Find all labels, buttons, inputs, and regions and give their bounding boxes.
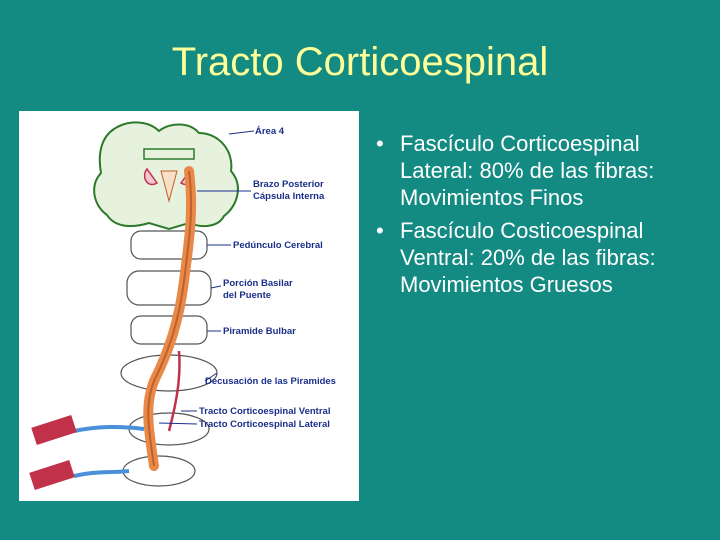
label-decussation: Decusación de las Piramides [205,376,336,387]
bullet-list: • Fascículo Corticoespinal Lateral: 80% … [372,130,712,304]
corpus-callosum [143,148,195,160]
basal-ganglia [160,170,178,203]
bullet-text: Fascículo Costicoespinal Ventral: 20% de… [400,218,656,297]
decussation-level [120,354,218,392]
pons [126,270,212,306]
bullet-item-ventral: • Fascículo Costicoespinal Ventral: 20% … [372,217,712,298]
diagram-svg: Área 4 Brazo Posterior Cápsula Interna P… [29,121,336,491]
bullet-text: Fascículo Corticoespinal Lateral: 80% de… [400,131,655,210]
nerve-lower [73,469,130,478]
lateral-ventricle-left [143,167,159,186]
label-capsule-1: Brazo Posterior [253,179,324,190]
label-pyramid: Piramide Bulbar [223,326,296,337]
ventral-tract-fiber [167,350,181,432]
spinal-cord-lower [122,455,196,487]
bullet-marker: • [376,131,384,156]
muscle-lower [29,459,75,491]
label-peduncle: Pedúnculo Cerebral [233,240,323,251]
nerve-upper [73,424,145,433]
corticospinal-tract-diagram: Área 4 Brazo Posterior Cápsula Interna P… [19,111,359,501]
label-area4: Área 4 [255,126,285,137]
leader-area4 [228,130,255,135]
label-basilar-2: del Puente [223,290,271,301]
leader-decussation [204,372,218,382]
leader-basilar [210,285,222,289]
bullet-marker: • [376,218,384,243]
muscle-upper [31,414,77,446]
label-lateral-tract: Tracto Corticoespinal Lateral [199,419,330,430]
tract-fibers-outline [147,170,193,467]
bullet-item-lateral: • Fascículo Corticoespinal Lateral: 80% … [372,130,712,211]
label-basilar-1: Porción Basilar [223,278,293,289]
label-capsule-2: Cápsula Interna [253,191,325,202]
label-ventral-tract: Tracto Corticoespinal Ventral [199,406,330,417]
slide-title: Tracto Corticoespinal [171,40,549,84]
midbrain [130,230,208,260]
leader-lateral [158,422,198,425]
